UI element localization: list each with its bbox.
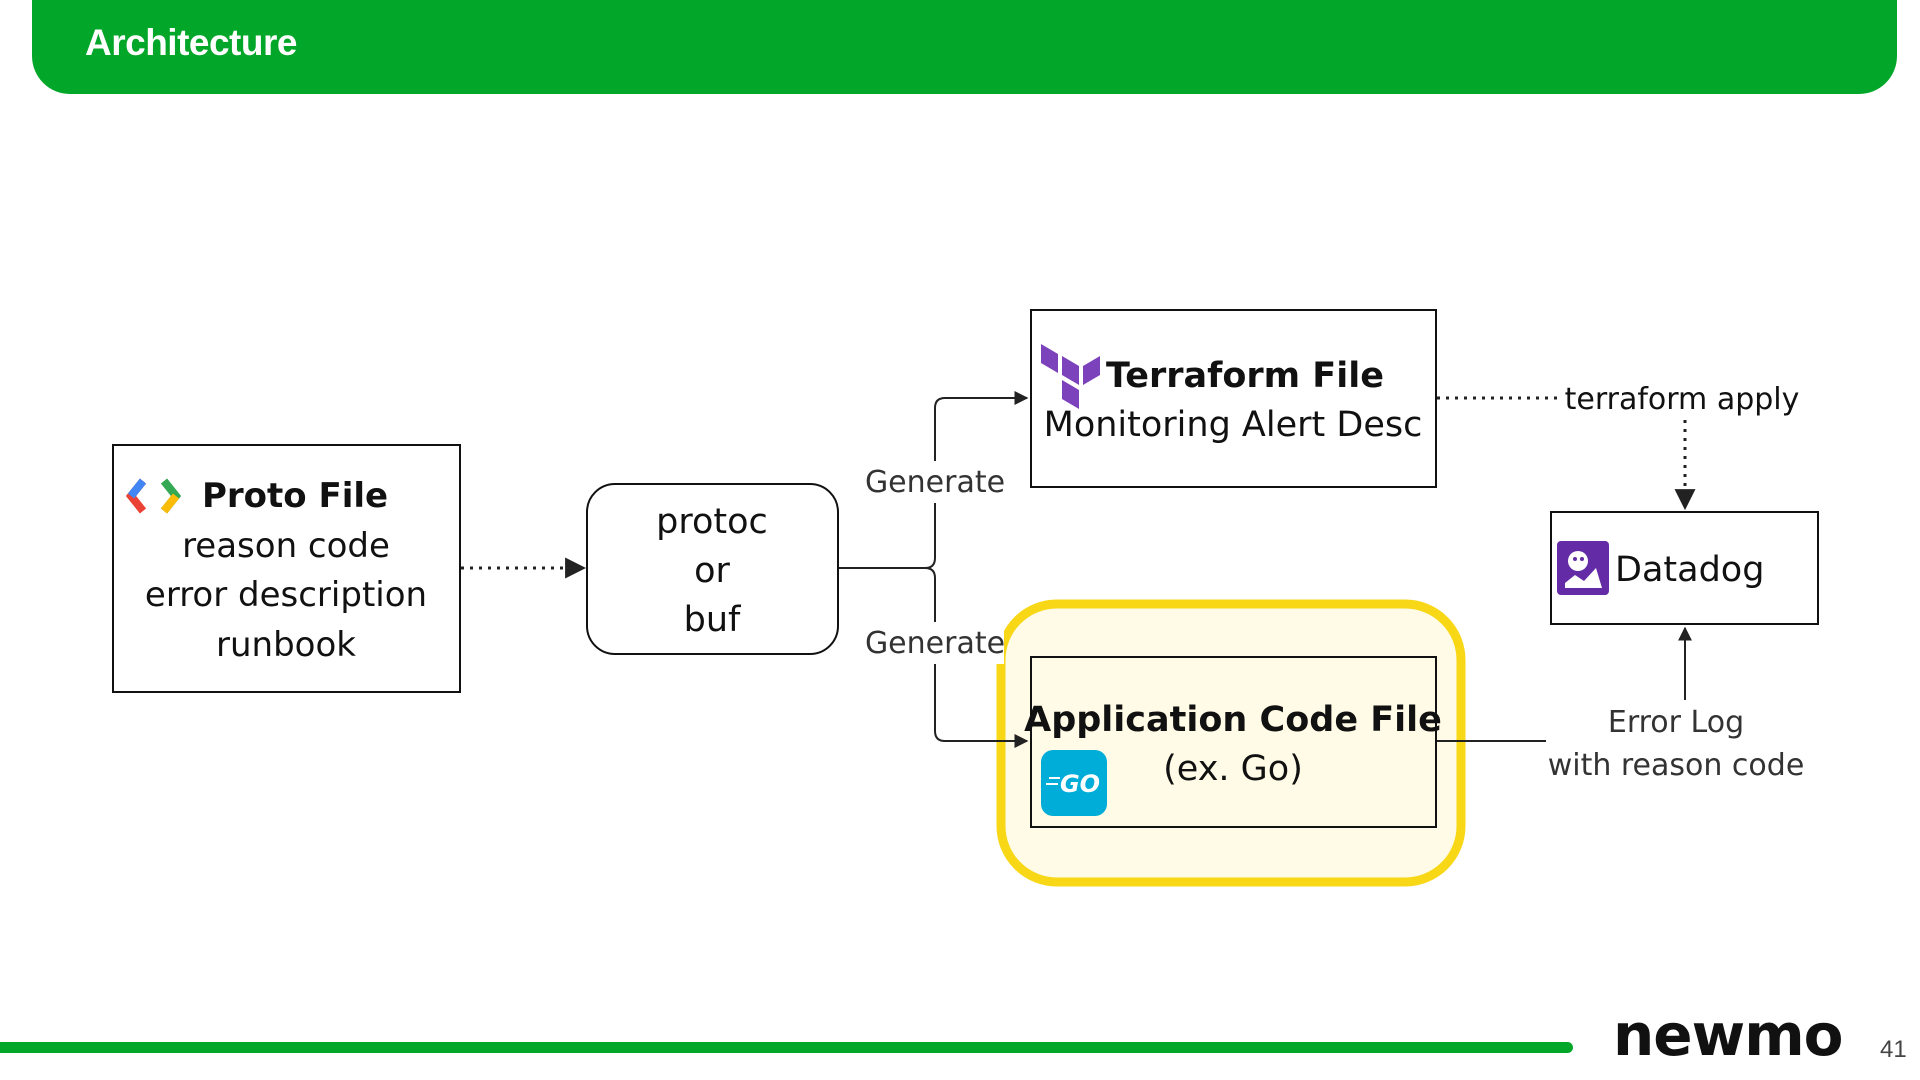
generate-label-top: Generate <box>865 465 1005 500</box>
datadog-logo-icon <box>1557 541 1609 595</box>
generate-label-bottom: Generate <box>865 626 1005 661</box>
compiler-box: protoc or buf <box>586 483 839 655</box>
proto-line-runbook: runbook <box>216 625 356 665</box>
page-title: Architecture <box>85 22 297 63</box>
compiler-line-buf: buf <box>684 600 741 640</box>
terraform-file-title: Terraform File <box>1106 356 1384 396</box>
application-code-title: Application Code File <box>1024 700 1442 740</box>
page-number: 41 <box>1880 1036 1907 1063</box>
proto-file-box: Proto File reason code error description… <box>112 444 461 693</box>
datadog-box: Datadog <box>1550 511 1819 625</box>
application-code-box: Application Code File (ex. Go) GO <box>1024 656 1442 828</box>
terraform-file-box: Terraform File Monitoring Alert Desc <box>1030 309 1437 488</box>
proto-brackets-icon <box>125 478 182 514</box>
terraform-logo-icon <box>1041 344 1100 409</box>
application-code-subtitle: (ex. Go) <box>1163 749 1303 789</box>
proto-file-title: Proto File <box>202 476 388 516</box>
terraform-file-subtitle: Monitoring Alert Desc <box>1044 405 1423 445</box>
footer-accent-line <box>0 1042 1573 1053</box>
terraform-apply-label: terraform apply <box>1565 382 1800 417</box>
generate-label-top-bg <box>868 461 1004 503</box>
error-log-connector <box>1437 626 1692 742</box>
go-logo-text: GO <box>1060 770 1100 798</box>
newmo-logo: newmo <box>1613 1001 1843 1069</box>
error-log-label-line1: Error Log <box>1608 705 1744 740</box>
compiler-line-or: or <box>694 551 730 591</box>
compiler-line-protoc: protoc <box>656 502 768 542</box>
go-logo-icon: GO <box>1041 750 1107 816</box>
generate-label-bottom-bg <box>868 622 1004 664</box>
datadog-label: Datadog <box>1615 550 1764 590</box>
proto-line-error-description: error description <box>145 575 427 615</box>
header-bar: Architecture <box>32 0 1897 94</box>
generate-branch-connector <box>839 391 1029 748</box>
error-log-label-line2: with reason code <box>1548 748 1805 783</box>
proto-line-reason-code: reason code <box>182 526 390 566</box>
